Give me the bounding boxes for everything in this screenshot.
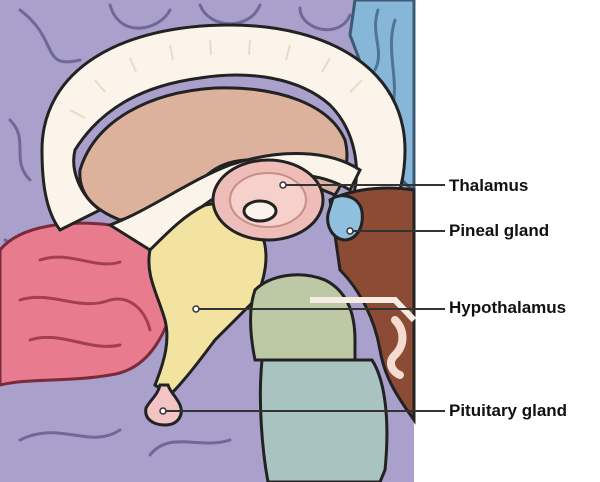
label-pituitary-gland: Pituitary gland bbox=[449, 401, 568, 420]
corpus-callosum bbox=[40, 23, 407, 232]
thalamus bbox=[211, 158, 325, 242]
hypothalamus bbox=[147, 202, 268, 397]
leader-lines bbox=[163, 184, 445, 412]
pineal-gland bbox=[326, 194, 364, 242]
leader-dots bbox=[159, 181, 354, 415]
label-pineal-gland: Pineal gland bbox=[449, 221, 550, 240]
brainstem bbox=[248, 273, 417, 482]
label-thalamus: Thalamus bbox=[449, 176, 529, 195]
pituitary-gland bbox=[144, 383, 183, 427]
label-hypothalamus: Hypothalamus bbox=[449, 298, 567, 317]
